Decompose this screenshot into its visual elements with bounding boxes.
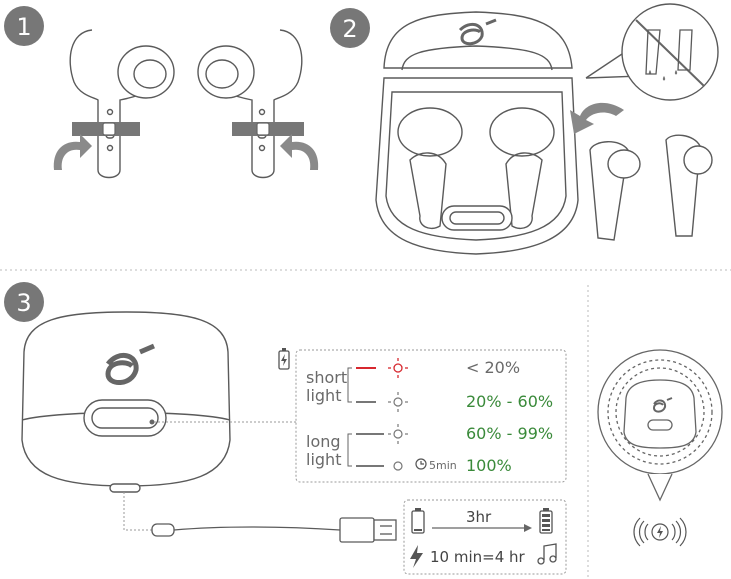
case-logo-icon bbox=[652, 397, 673, 413]
short-light-label-line2: light bbox=[306, 386, 341, 405]
led-white-icon bbox=[388, 392, 408, 412]
short-light-bracket bbox=[347, 367, 352, 403]
battery-icon bbox=[278, 348, 290, 370]
step-3-number: 3 bbox=[16, 289, 31, 317]
case-logo-icon bbox=[105, 343, 155, 385]
led-red-icon bbox=[388, 358, 408, 378]
cable-dashed-line bbox=[123, 492, 160, 531]
right-rotate-arrow-icon bbox=[280, 134, 319, 170]
long-light-bracket bbox=[347, 433, 352, 467]
music-note-icon bbox=[537, 543, 557, 565]
left-rotate-arrow-icon bbox=[53, 134, 92, 170]
charging-info-box bbox=[403, 499, 567, 575]
case-logo-icon bbox=[458, 18, 497, 46]
level-2-range: 20% - 60% bbox=[466, 392, 553, 411]
long-light-label-line2: light bbox=[306, 450, 341, 469]
battery-indicator-box bbox=[295, 349, 567, 483]
led-white-icon bbox=[388, 424, 408, 444]
right-arrow-bar bbox=[232, 122, 304, 136]
quick-charge-label: 10 min=4 hr bbox=[430, 548, 526, 566]
clock-icon bbox=[415, 458, 427, 470]
step-1-number: 1 bbox=[16, 13, 31, 41]
full-charge-time: 3hr bbox=[466, 508, 492, 526]
step-2-number: 2 bbox=[342, 15, 357, 43]
led-off-icon bbox=[393, 461, 403, 471]
right-earbud bbox=[197, 29, 303, 179]
arrow-right-icon bbox=[432, 524, 532, 532]
step-1-badge: 1 bbox=[4, 6, 44, 46]
step-2-panel: 2 bbox=[330, 3, 719, 255]
level-1-range: < 20% bbox=[466, 358, 520, 377]
open-charging-case bbox=[375, 11, 579, 255]
closed-charging-case bbox=[21, 311, 231, 493]
level-3-range: 60% - 99% bbox=[466, 424, 553, 443]
usb-c-cable-icon bbox=[151, 517, 397, 543]
short-light-label-line1: short bbox=[306, 368, 347, 387]
battery-full-icon bbox=[539, 508, 553, 534]
step-1-panel: 1 bbox=[4, 6, 319, 179]
step-3-panel: 3 short light bbox=[4, 282, 723, 575]
level-4-range: 100% bbox=[466, 456, 512, 475]
callout-earbuds bbox=[645, 29, 693, 75]
return-arrow-icon bbox=[570, 102, 624, 134]
wireless-charging-pad bbox=[597, 349, 723, 502]
left-earbud bbox=[69, 29, 175, 179]
step-3-badge: 3 bbox=[4, 282, 44, 322]
battery-empty-icon bbox=[411, 508, 425, 534]
lightning-icon bbox=[410, 545, 423, 568]
long-light-label-line1: long bbox=[306, 432, 341, 451]
removed-earbuds bbox=[589, 134, 713, 241]
timer-label: 5min bbox=[429, 459, 457, 472]
step-2-badge: 2 bbox=[330, 8, 370, 48]
led-indicator bbox=[149, 419, 155, 425]
no-water-callout bbox=[585, 3, 719, 101]
left-arrow-bar bbox=[72, 122, 140, 136]
wireless-charging-icon bbox=[633, 517, 687, 547]
